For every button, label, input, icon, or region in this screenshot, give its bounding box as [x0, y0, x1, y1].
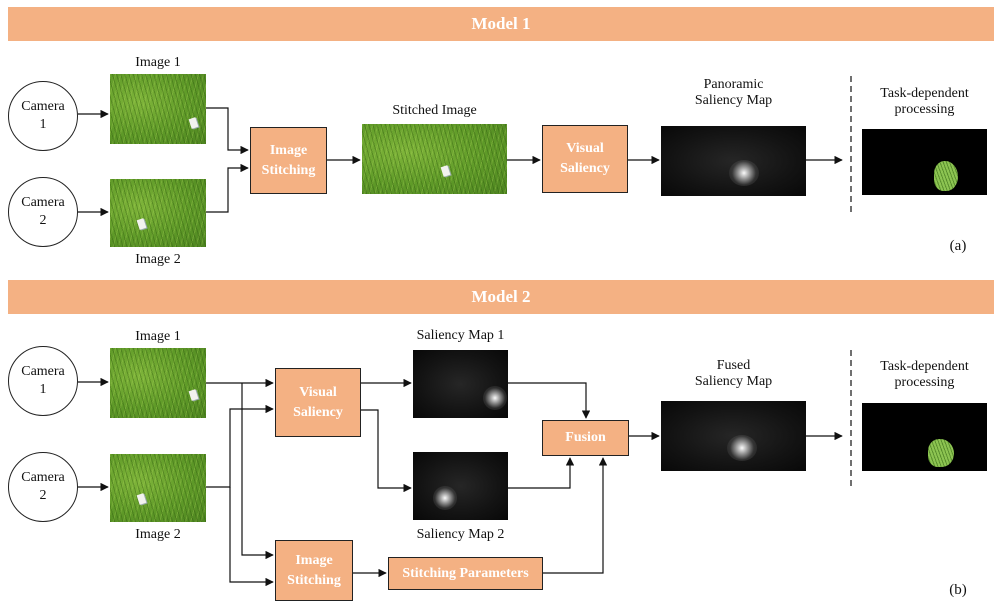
camera1-number: 1 [39, 117, 47, 132]
visual-saliency-line1: Visual [566, 141, 604, 156]
arrow-image1-stitching [206, 107, 249, 155]
image2-photo [110, 454, 206, 522]
fusion-label: Fusion [565, 430, 606, 445]
arrow-map1-fusion [508, 382, 591, 419]
stitched-image-photo [362, 124, 507, 194]
arrow-image2-saliency [206, 404, 274, 488]
panel-label-a: (a) [949, 238, 967, 254]
image-stitching-box: Image Stitching [250, 127, 327, 194]
detected-object [928, 439, 954, 467]
stitching-label-line2: Stitching [261, 162, 316, 178]
visual-saliency-line2: Saliency [560, 161, 610, 176]
camera2-label: Camera [21, 470, 65, 485]
camera2-node: Camera 2 [8, 177, 78, 247]
arrow-map2-fusion [508, 457, 575, 489]
camera1-label: Camera [21, 99, 65, 114]
panoramic-saliency-map [661, 126, 806, 196]
saliency-map1-label: Saliency Map 1 [416, 328, 505, 343]
arrow-image1-stitching [241, 383, 274, 560]
saliency-hotspot [727, 435, 757, 461]
task-label-line1: Task-dependent [880, 86, 969, 101]
image2-photo [110, 179, 206, 247]
camera2-label: Camera [21, 195, 65, 210]
camera2-node: Camera 2 [8, 452, 78, 522]
camera2-number: 2 [39, 488, 47, 503]
camera1-number: 1 [39, 382, 47, 397]
image1-label: Image 1 [135, 329, 181, 344]
saliency-hotspot [433, 486, 457, 510]
visual-saliency-box: Visual Saliency [275, 368, 361, 437]
saliency-hotspot [729, 160, 759, 186]
image-stitching-box: Image Stitching [275, 540, 353, 601]
stitching-parameters-label: Stitching Parameters [402, 565, 529, 581]
fusion-box: Fusion [542, 420, 629, 456]
visual-saliency-line2: Saliency [293, 404, 343, 420]
task-output-image [862, 129, 987, 195]
task-label-line2: processing [894, 102, 955, 117]
arrow-saliency-map2 [361, 409, 412, 493]
task-label-line1: Task-dependent [880, 359, 969, 374]
saliency-map2-label: Saliency Map 2 [416, 527, 505, 542]
detected-object [934, 161, 958, 191]
model1-banner: Model 1 [8, 7, 994, 41]
panel-label-b: (b) [949, 582, 967, 598]
fused-label-line1: Fused [716, 358, 751, 373]
saliency-map2 [413, 452, 508, 520]
stitched-image-label: Stitched Image [392, 103, 477, 118]
arrow-parameters-fusion [543, 457, 608, 574]
task-label-line2: processing [894, 375, 955, 390]
saliency-map1 [413, 350, 508, 418]
stitching-label-line2: Stitching [287, 572, 341, 588]
task-processing-label: Task-dependent processing [862, 86, 987, 118]
fused-saliency-map [661, 401, 806, 471]
task-processing-label: Task-dependent processing [862, 359, 987, 391]
saliency-hotspot [483, 386, 507, 410]
camera2-number: 2 [39, 213, 47, 228]
stitching-parameters-box: Stitching Parameters [388, 557, 543, 590]
visual-saliency-box: Visual Saliency [542, 125, 628, 193]
image1-photo [110, 74, 206, 144]
image2-label: Image 2 [135, 527, 181, 542]
image1-label: Image 1 [135, 55, 181, 70]
fused-label-line2: Saliency Map [694, 374, 773, 389]
arrow-image2-stitching [206, 163, 249, 213]
panoramic-label-line2: Saliency Map [694, 93, 773, 108]
fused-saliency-label: Fused Saliency Map [661, 358, 806, 390]
camera1-label: Camera [21, 364, 65, 379]
stitching-label-line1: Image [269, 142, 308, 158]
panoramic-label-line1: Panoramic [703, 77, 764, 92]
stitching-label-line1: Image [295, 552, 333, 568]
task-output-image [862, 403, 987, 471]
image1-photo [110, 348, 206, 418]
visual-saliency-line1: Visual [299, 384, 337, 400]
camera1-node: Camera 1 [8, 346, 78, 416]
panoramic-saliency-label: Panoramic Saliency Map [661, 77, 806, 109]
image2-label: Image 2 [135, 252, 181, 267]
camera1-node: Camera 1 [8, 81, 78, 151]
arrow-image2-stitching [229, 487, 274, 587]
model2-banner: Model 2 [8, 280, 994, 314]
